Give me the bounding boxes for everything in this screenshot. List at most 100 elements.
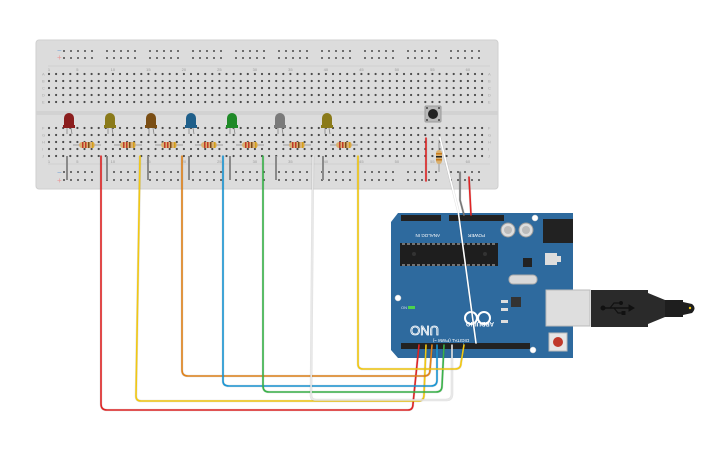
- rail-hole[interactable]: [471, 179, 473, 181]
- hole[interactable]: [374, 147, 377, 151]
- rail-hole[interactable]: [285, 171, 287, 173]
- hole[interactable]: [232, 133, 235, 137]
- hole[interactable]: [154, 140, 157, 144]
- rail-hole[interactable]: [428, 57, 430, 59]
- rail-hole[interactable]: [113, 179, 115, 181]
- hole[interactable]: [331, 133, 335, 137]
- hole[interactable]: [182, 140, 185, 144]
- rail-hole[interactable]: [478, 171, 480, 173]
- rail-hole[interactable]: [70, 171, 72, 173]
- hole[interactable]: [76, 140, 79, 144]
- rail-hole[interactable]: [263, 57, 265, 59]
- hole[interactable]: [431, 126, 434, 130]
- rail-hole[interactable]: [77, 50, 79, 52]
- hole[interactable]: [431, 147, 434, 151]
- hole[interactable]: [445, 126, 448, 130]
- hole[interactable]: [481, 126, 484, 130]
- hole[interactable]: [346, 93, 349, 97]
- rail-hole[interactable]: [421, 171, 423, 173]
- rail-hole[interactable]: [342, 171, 344, 173]
- rail-hole[interactable]: [342, 179, 344, 181]
- hole[interactable]: [239, 86, 242, 90]
- hole[interactable]: [388, 86, 391, 90]
- hole[interactable]: [69, 154, 72, 158]
- hole[interactable]: [118, 126, 122, 130]
- hole[interactable]: [218, 126, 221, 130]
- rail-hole[interactable]: [220, 57, 222, 59]
- rail-hole[interactable]: [285, 57, 287, 59]
- hole[interactable]: [360, 86, 363, 90]
- hole[interactable]: [69, 93, 72, 97]
- hole[interactable]: [395, 147, 398, 151]
- hole[interactable]: [481, 147, 484, 151]
- hole[interactable]: [360, 126, 363, 130]
- rail-hole[interactable]: [378, 57, 380, 59]
- hole[interactable]: [189, 100, 193, 104]
- rail-hole[interactable]: [242, 57, 244, 59]
- hole[interactable]: [452, 126, 455, 130]
- hole[interactable]: [374, 154, 377, 158]
- hole[interactable]: [175, 140, 178, 144]
- hole[interactable]: [481, 93, 484, 97]
- hole[interactable]: [182, 100, 185, 104]
- hole[interactable]: [168, 79, 171, 83]
- hole[interactable]: [473, 154, 477, 158]
- hole[interactable]: [289, 72, 292, 76]
- hole[interactable]: [445, 100, 448, 104]
- rail-hole[interactable]: [306, 50, 308, 52]
- hole[interactable]: [289, 133, 292, 137]
- hole[interactable]: [55, 140, 58, 144]
- hole[interactable]: [239, 126, 242, 130]
- hole[interactable]: [367, 93, 370, 97]
- rail-hole[interactable]: [199, 179, 201, 181]
- led-red[interactable]: [63, 113, 75, 135]
- hole[interactable]: [339, 86, 342, 90]
- hole[interactable]: [62, 147, 65, 151]
- hole[interactable]: [239, 133, 242, 137]
- rail-hole[interactable]: [134, 50, 136, 52]
- hole[interactable]: [317, 154, 320, 158]
- hole[interactable]: [353, 133, 356, 137]
- hole[interactable]: [268, 147, 271, 151]
- hole[interactable]: [147, 140, 150, 144]
- hole[interactable]: [431, 93, 434, 97]
- rail-hole[interactable]: [106, 57, 108, 59]
- hole[interactable]: [459, 72, 462, 76]
- rail-hole[interactable]: [414, 179, 416, 181]
- hole[interactable]: [83, 93, 86, 97]
- rail-hole[interactable]: [285, 50, 287, 52]
- hole[interactable]: [452, 154, 455, 158]
- hole[interactable]: [47, 126, 51, 130]
- hole[interactable]: [90, 79, 93, 83]
- rail-hole[interactable]: [256, 171, 258, 173]
- hole[interactable]: [246, 147, 249, 151]
- hole[interactable]: [303, 147, 306, 151]
- hole[interactable]: [346, 86, 349, 90]
- hole[interactable]: [331, 86, 335, 90]
- hole[interactable]: [346, 133, 349, 137]
- hole[interactable]: [260, 79, 264, 83]
- hole[interactable]: [168, 100, 171, 104]
- hole[interactable]: [353, 93, 356, 97]
- hole[interactable]: [452, 140, 455, 144]
- rail-hole[interactable]: [435, 179, 437, 181]
- hole[interactable]: [118, 147, 122, 151]
- rail-hole[interactable]: [299, 171, 301, 173]
- digital-header-2[interactable]: [464, 343, 530, 349]
- hole[interactable]: [417, 147, 420, 151]
- hole[interactable]: [388, 72, 391, 76]
- hole[interactable]: [417, 100, 420, 104]
- hole[interactable]: [175, 86, 178, 90]
- rail-hole[interactable]: [242, 179, 244, 181]
- rail-hole[interactable]: [364, 57, 366, 59]
- hole[interactable]: [161, 100, 164, 104]
- hole[interactable]: [104, 79, 107, 83]
- hole[interactable]: [410, 140, 413, 144]
- hole[interactable]: [466, 79, 469, 83]
- rail-hole[interactable]: [127, 179, 129, 181]
- hole[interactable]: [218, 140, 221, 144]
- rail-hole[interactable]: [328, 171, 330, 173]
- rail-hole[interactable]: [91, 179, 93, 181]
- rail-hole[interactable]: [421, 179, 423, 181]
- hole[interactable]: [459, 140, 462, 144]
